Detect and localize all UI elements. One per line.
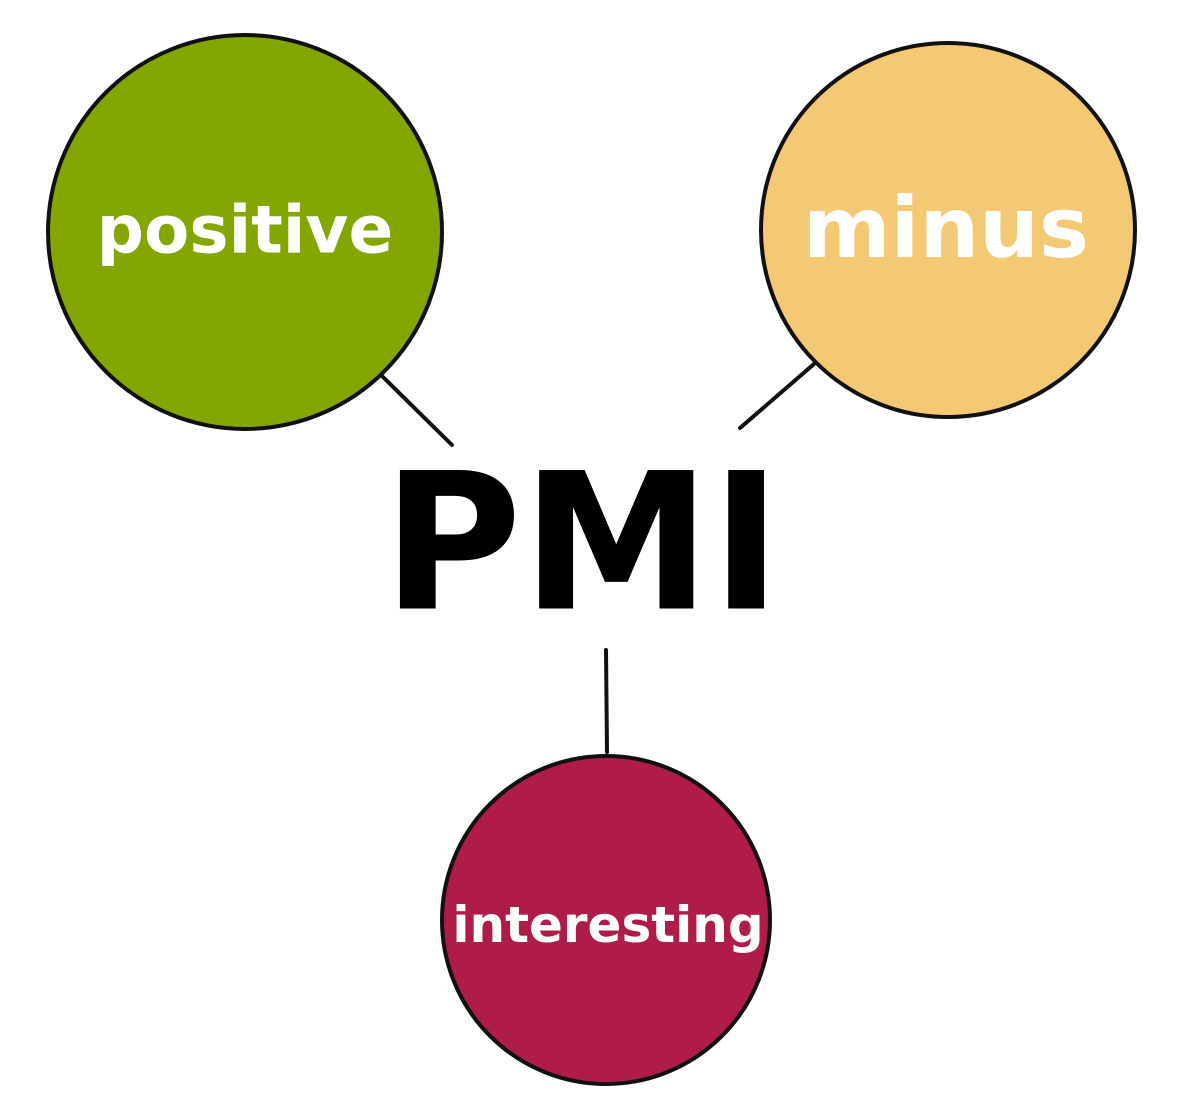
node-positive-label: positive: [97, 192, 393, 269]
connector-interesting: [604, 648, 609, 754]
node-interesting: interesting: [440, 754, 772, 1086]
node-minus: minus: [759, 41, 1137, 419]
node-positive: positive: [46, 33, 444, 431]
node-positive-circle: [46, 33, 444, 431]
node-interesting-label: interesting: [452, 896, 763, 954]
connector-positive: [381, 375, 454, 447]
node-minus-label: minus: [803, 179, 1089, 277]
node-interesting-circle: [440, 754, 772, 1086]
connector-minus: [738, 362, 816, 430]
node-minus-circle: [759, 41, 1137, 419]
center-label-pmi: PMI: [382, 433, 781, 654]
